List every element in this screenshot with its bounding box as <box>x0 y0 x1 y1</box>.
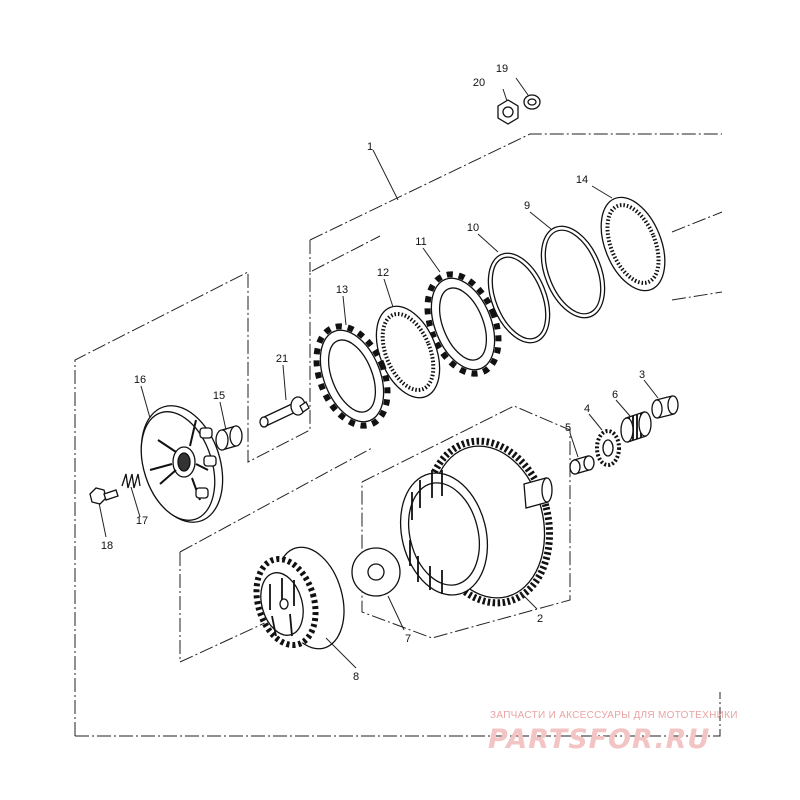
callout-8: 8 <box>353 671 359 683</box>
part-13-plate <box>313 323 391 429</box>
callout-5: 5 <box>565 422 571 434</box>
part-16-pressure-plate <box>140 405 224 523</box>
watermark: ЗАПЧАСТИ И АКСЕССУАРЫ ДЛЯ МОТОТЕХНИКИ PA… <box>488 710 738 755</box>
part-18-bolt <box>89 487 119 505</box>
callout-4: 4 <box>584 403 590 415</box>
callout-21: 21 <box>276 353 288 365</box>
part-15-bearing <box>215 425 243 451</box>
watermark-caption: ЗАПЧАСТИ И АКСЕССУАРЫ ДЛЯ МОТОТЕХНИКИ <box>490 710 738 721</box>
callout-1: 1 <box>367 141 373 153</box>
part-8-clutch-hub <box>253 546 345 650</box>
part-7-washer <box>351 547 401 597</box>
part-20-nut <box>497 99 519 125</box>
part-14-plate <box>600 196 666 292</box>
callout-10: 10 <box>467 222 479 234</box>
callout-15: 15 <box>213 390 225 402</box>
callout-12: 12 <box>377 267 389 279</box>
part-12-plate <box>375 305 441 399</box>
callout-17: 17 <box>136 515 148 527</box>
callout-18: 18 <box>101 540 113 552</box>
callout-9: 9 <box>524 200 530 212</box>
watermark-brand: PARTSFOR.RU <box>488 724 710 755</box>
part-9-ring <box>540 225 606 319</box>
callout-7: 7 <box>405 633 411 645</box>
callout-19: 19 <box>496 63 508 75</box>
part-11-plate <box>424 271 502 377</box>
callout-2: 2 <box>537 613 543 625</box>
part-17-spring <box>121 473 141 489</box>
part-4-gear <box>595 429 621 467</box>
callout-3: 3 <box>639 369 645 381</box>
part-3-collar <box>651 395 679 419</box>
callout-labels: 1 2 3 4 5 6 7 8 9 10 11 12 13 14 15 16 1… <box>101 63 645 683</box>
callout-6: 6 <box>612 389 618 401</box>
part-2-clutch-basket <box>399 437 554 607</box>
part-6-needle-bearing <box>620 411 652 443</box>
callout-14: 14 <box>576 174 588 186</box>
callout-13: 13 <box>336 284 348 296</box>
callout-20: 20 <box>473 77 485 89</box>
part-5-spacer <box>569 455 595 475</box>
callout-11: 11 <box>415 236 426 248</box>
part-19-washer <box>523 94 541 110</box>
callout-16: 16 <box>134 374 146 386</box>
part-10-ring <box>487 252 551 344</box>
part-21-pin <box>259 396 310 428</box>
assembly-boundary-lines <box>74 133 723 737</box>
leader-lines <box>98 77 659 669</box>
